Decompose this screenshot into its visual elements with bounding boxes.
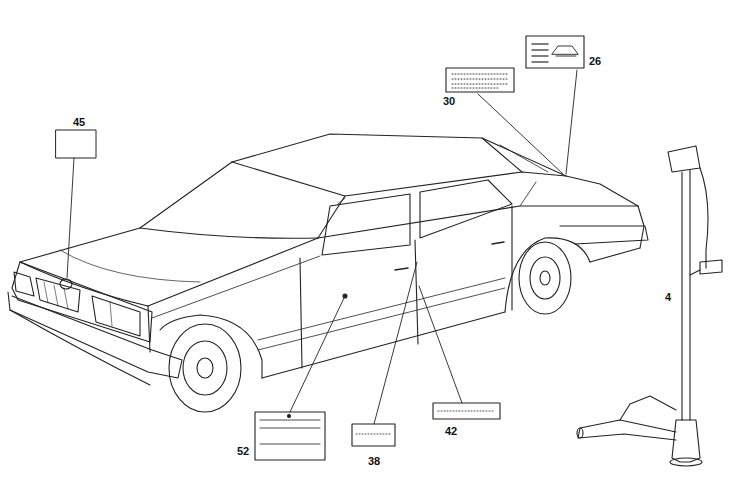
callout-number: 52	[236, 446, 250, 457]
callout-number: 42	[444, 426, 458, 437]
callout-number: 4	[664, 292, 672, 303]
callout-number: 26	[588, 56, 602, 67]
callout-number: 45	[72, 117, 86, 128]
callout-number: 38	[367, 456, 381, 467]
callout-number: 30	[442, 96, 456, 107]
